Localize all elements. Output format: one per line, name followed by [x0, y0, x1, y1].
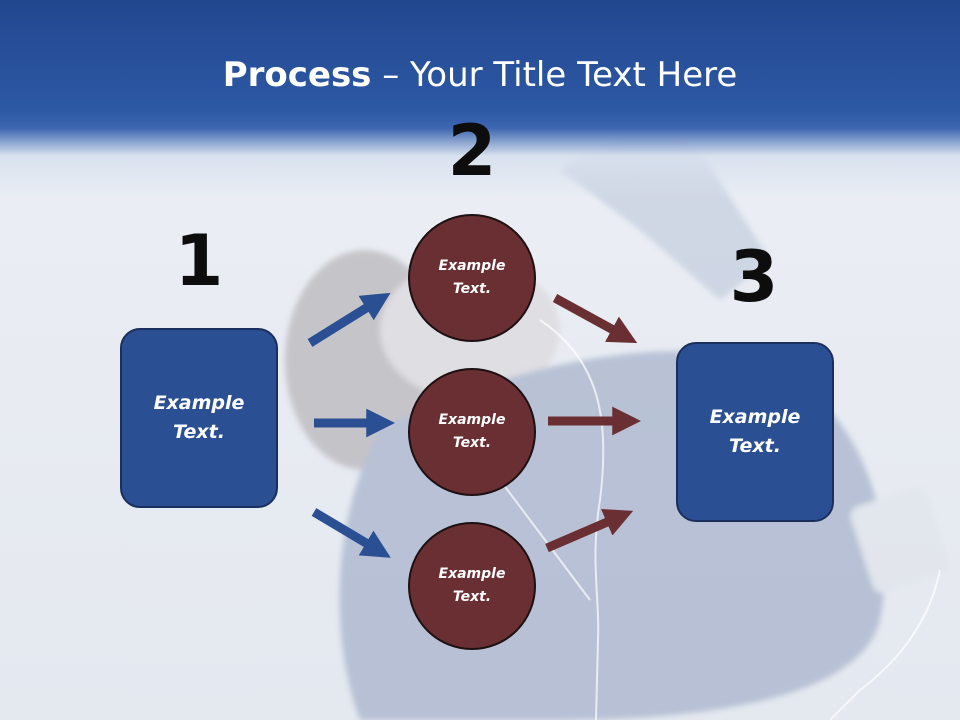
title-bold: Process: [222, 55, 372, 95]
step-number-3: 3: [729, 236, 779, 318]
step-box-3-label: Example Text.: [709, 406, 801, 457]
arrow-to-bottom-circle: [311, 508, 391, 558]
process-circle-middle-label: Example Text.: [438, 412, 506, 451]
arrow-to-top-circle: [307, 292, 391, 347]
process-circle-top[interactable]: Example Text.: [408, 214, 536, 342]
arrow-from-top-circle: [552, 294, 638, 344]
title-rest: – Your Title Text Here: [371, 55, 738, 95]
process-circle-top-label: Example Text.: [438, 258, 506, 297]
slide-title: Process – Your Title Text Here: [0, 54, 960, 96]
header-band: [0, 0, 960, 200]
arrow-from-bottom-circle: [545, 509, 634, 553]
process-circle-bottom[interactable]: Example Text.: [408, 522, 536, 650]
step-number-2: 2: [447, 110, 497, 192]
step-box-1-label: Example Text.: [153, 392, 245, 443]
step-box-3[interactable]: Example Text.: [676, 342, 834, 522]
step-box-1[interactable]: Example Text.: [120, 328, 278, 508]
process-circle-middle[interactable]: Example Text.: [408, 368, 536, 496]
process-circle-bottom-label: Example Text.: [438, 566, 506, 605]
step-number-1: 1: [174, 220, 224, 302]
